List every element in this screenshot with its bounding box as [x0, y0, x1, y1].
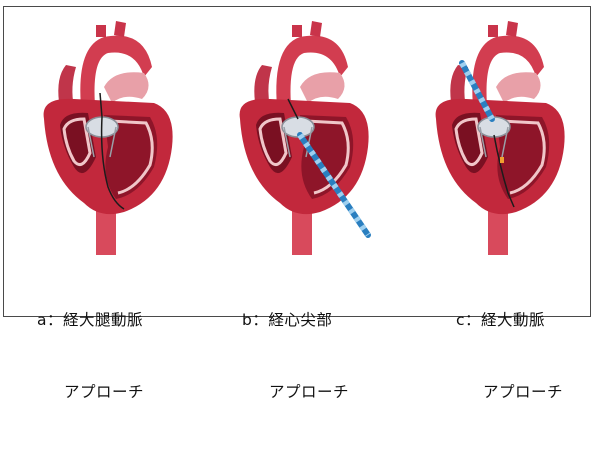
- caption-a-line2: アプローチ: [37, 380, 144, 404]
- caption-b-line1: b：経心尖部: [242, 308, 349, 332]
- caption-c-line1: c：経大動脈: [456, 308, 563, 332]
- heart-illustration-transapical: [200, 7, 396, 257]
- caption-c: c：経大動脈 アプローチ: [456, 260, 563, 452]
- panel-a: a：経大腿動脈 アプローチ: [4, 7, 200, 318]
- figure-frame: a：経大腿動脈 アプローチ b：経心尖部 アプローチ: [3, 6, 591, 317]
- heart-illustration-transfemoral: [4, 7, 200, 257]
- heart-illustration-transaortic: [396, 7, 592, 257]
- caption-c-line2: アプローチ: [456, 380, 563, 404]
- caption-b: b：経心尖部 アプローチ: [242, 260, 349, 452]
- caption-a-line1: a：経大腿動脈: [37, 308, 144, 332]
- panel-b: b：経心尖部 アプローチ: [200, 7, 396, 318]
- panel-c: c：経大動脈 アプローチ: [396, 7, 592, 318]
- caption-a: a：経大腿動脈 アプローチ: [37, 260, 144, 452]
- caption-b-line2: アプローチ: [242, 380, 349, 404]
